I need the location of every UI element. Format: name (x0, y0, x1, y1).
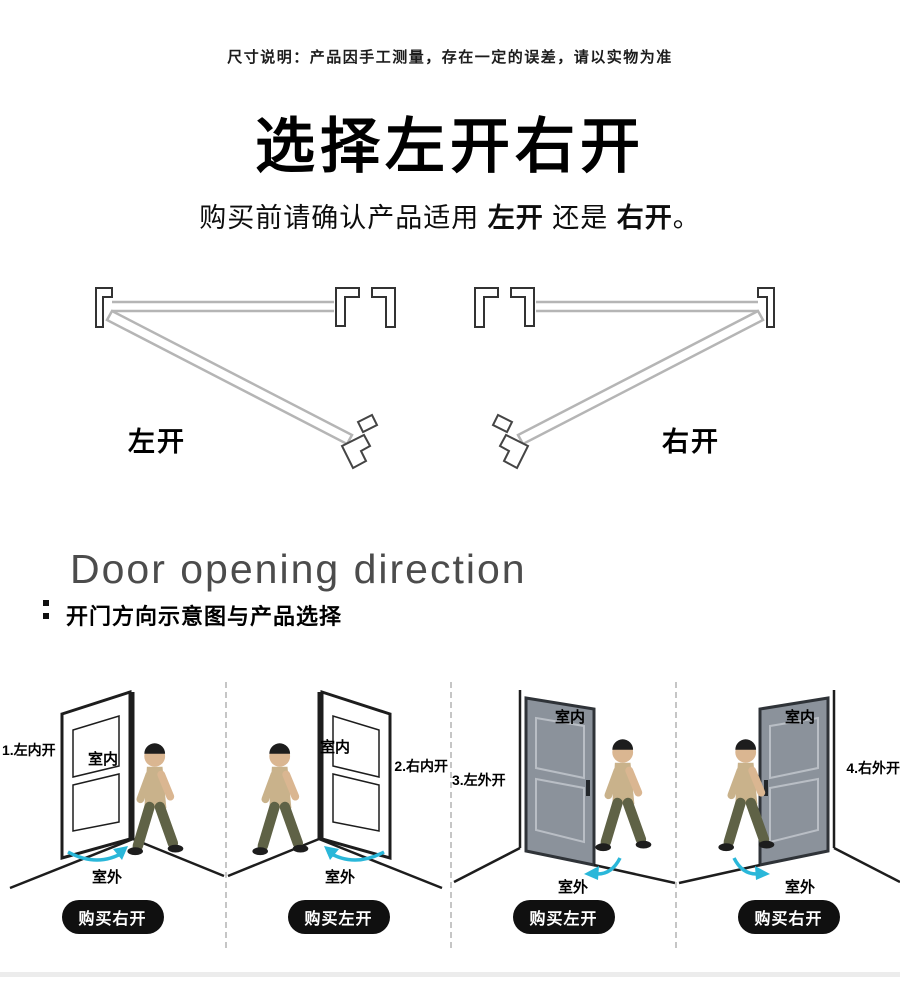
panel-left-inward: 1.左内开 室内 室外 购买右开 (0, 682, 225, 948)
subtitle-suffix: 。 (672, 203, 701, 233)
bottom-divider (0, 972, 900, 977)
right-inward-illustration (227, 690, 444, 890)
indoor-label: 室内 (785, 709, 816, 726)
subtitle-middle: 还是 (543, 203, 617, 233)
topview-right-open-use (473, 286, 776, 470)
buy-direction-badge: 购买右开 (737, 900, 840, 934)
section-dots-icon (43, 600, 49, 626)
left-inward-illustration (8, 690, 225, 890)
size-disclaimer: 尺寸说明：产品因手工测量，存在一定的误差，请以实物为准 (227, 49, 673, 66)
topview-left-label: 左开 (128, 427, 186, 457)
section-title-en: Door opening direction (70, 546, 527, 592)
panel-right-outward: 4.右外开 室内 室外 购买右开 (675, 682, 900, 948)
subtitle: 购买前请确认产品适用 左开 还是 右开。 (0, 196, 900, 235)
buy-direction-badge: 购买左开 (287, 900, 390, 934)
indoor-label: 室内 (320, 739, 351, 756)
outdoor-label: 室外 (558, 879, 589, 896)
panel-left-outward: 3.左外开 室内 室外 购买左开 (450, 682, 677, 948)
outdoor-label: 室外 (785, 879, 816, 896)
direction-label: 4.右外开 (846, 760, 900, 776)
indoor-label: 室内 (555, 709, 586, 726)
page-title: 选择左开右开 (255, 113, 645, 180)
direction-panels: 1.左内开 室内 室外 购买右开 2.右内开 室内 室外 购买左开 3.左外开 … (0, 682, 900, 948)
buy-direction-badge: 购买左开 (512, 900, 615, 934)
buy-direction-badge: 购买右开 (61, 900, 164, 934)
outdoor-label: 室外 (92, 869, 123, 886)
subtitle-prefix: 购买前请确认产品适用 (199, 203, 488, 233)
direction-label: 1.左内开 (2, 742, 56, 758)
subtitle-left-open: 左开 (487, 203, 544, 233)
subtitle-right-open: 右开 (616, 203, 673, 233)
direction-label: 2.右内开 (394, 758, 448, 774)
direction-label: 3.左外开 (452, 772, 506, 788)
section-title-zh: 开门方向示意图与产品选择 (66, 604, 343, 629)
panel-right-inward: 2.右内开 室内 室外 购买左开 (225, 682, 450, 948)
indoor-label: 室内 (88, 751, 119, 768)
outdoor-label: 室外 (325, 869, 356, 886)
topview-right-label: 右开 (662, 427, 720, 457)
